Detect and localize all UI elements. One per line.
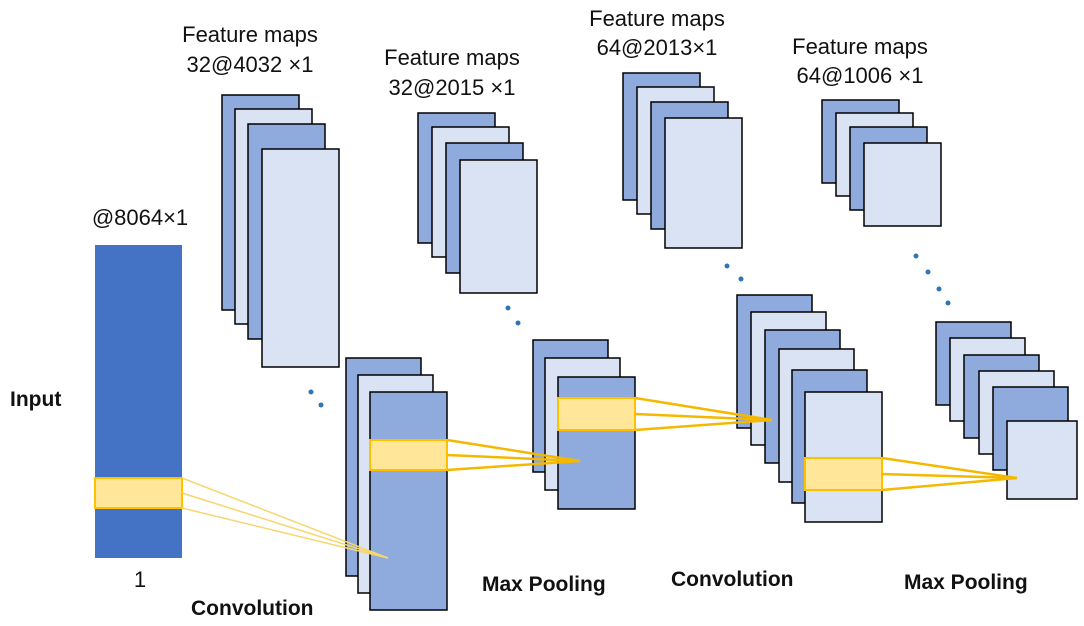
- feature-maps-pool2-stack-top: [821, 99, 942, 227]
- feature-maps-pool2-stack-bottom: [935, 321, 1078, 500]
- stage1-operation: Convolution: [191, 597, 314, 620]
- stage3-title: Feature maps: [589, 6, 725, 31]
- conv2-receptive-field: [804, 457, 883, 491]
- pool1-receptive-field: [557, 397, 636, 431]
- ellipsis-dots-conv2: [724, 263, 744, 282]
- conv1-receptive-field: [369, 439, 448, 471]
- stage2-title: Feature maps: [384, 45, 520, 70]
- ellipsis-dots-pool1: [505, 305, 521, 326]
- input-vector: [95, 245, 182, 558]
- ellipsis-dots-conv1: [308, 389, 324, 408]
- stage1-size: 32@4032 ×1: [186, 52, 314, 77]
- connection-input-to-conv1: [181, 477, 389, 559]
- stage3-operation: Convolution: [671, 568, 794, 591]
- stage3-size: 64@2013×1: [596, 35, 718, 60]
- feature-maps-conv2-stack-top: [622, 72, 743, 249]
- input-name-label: Input: [10, 388, 62, 411]
- stage4-title: Feature maps: [792, 34, 928, 59]
- input-receptive-field: [94, 477, 183, 509]
- connection-pool1-to-conv2: [634, 396, 773, 432]
- feature-maps-conv1-stack-top: [221, 94, 340, 368]
- stage4-operation: Max Pooling: [904, 571, 1028, 594]
- feature-maps-pool1-stack-top: [417, 112, 538, 294]
- connection-conv1-to-pool1: [446, 438, 581, 472]
- stage4-size: 64@1006 ×1: [796, 63, 924, 88]
- ellipsis-dots-pool2: [913, 253, 951, 306]
- stage1-title: Feature maps: [182, 22, 318, 47]
- input-size-label: @8064×1: [91, 205, 189, 230]
- stage2-size: 32@2015 ×1: [388, 75, 516, 100]
- stage2-operation: Max Pooling: [482, 573, 606, 596]
- feature-maps-conv1-stack-bottom: [345, 357, 448, 611]
- connection-conv2-to-pool2: [881, 456, 1018, 492]
- feature-maps-pool1-stack-bottom: [532, 339, 636, 510]
- input-width-label: 1: [133, 567, 147, 592]
